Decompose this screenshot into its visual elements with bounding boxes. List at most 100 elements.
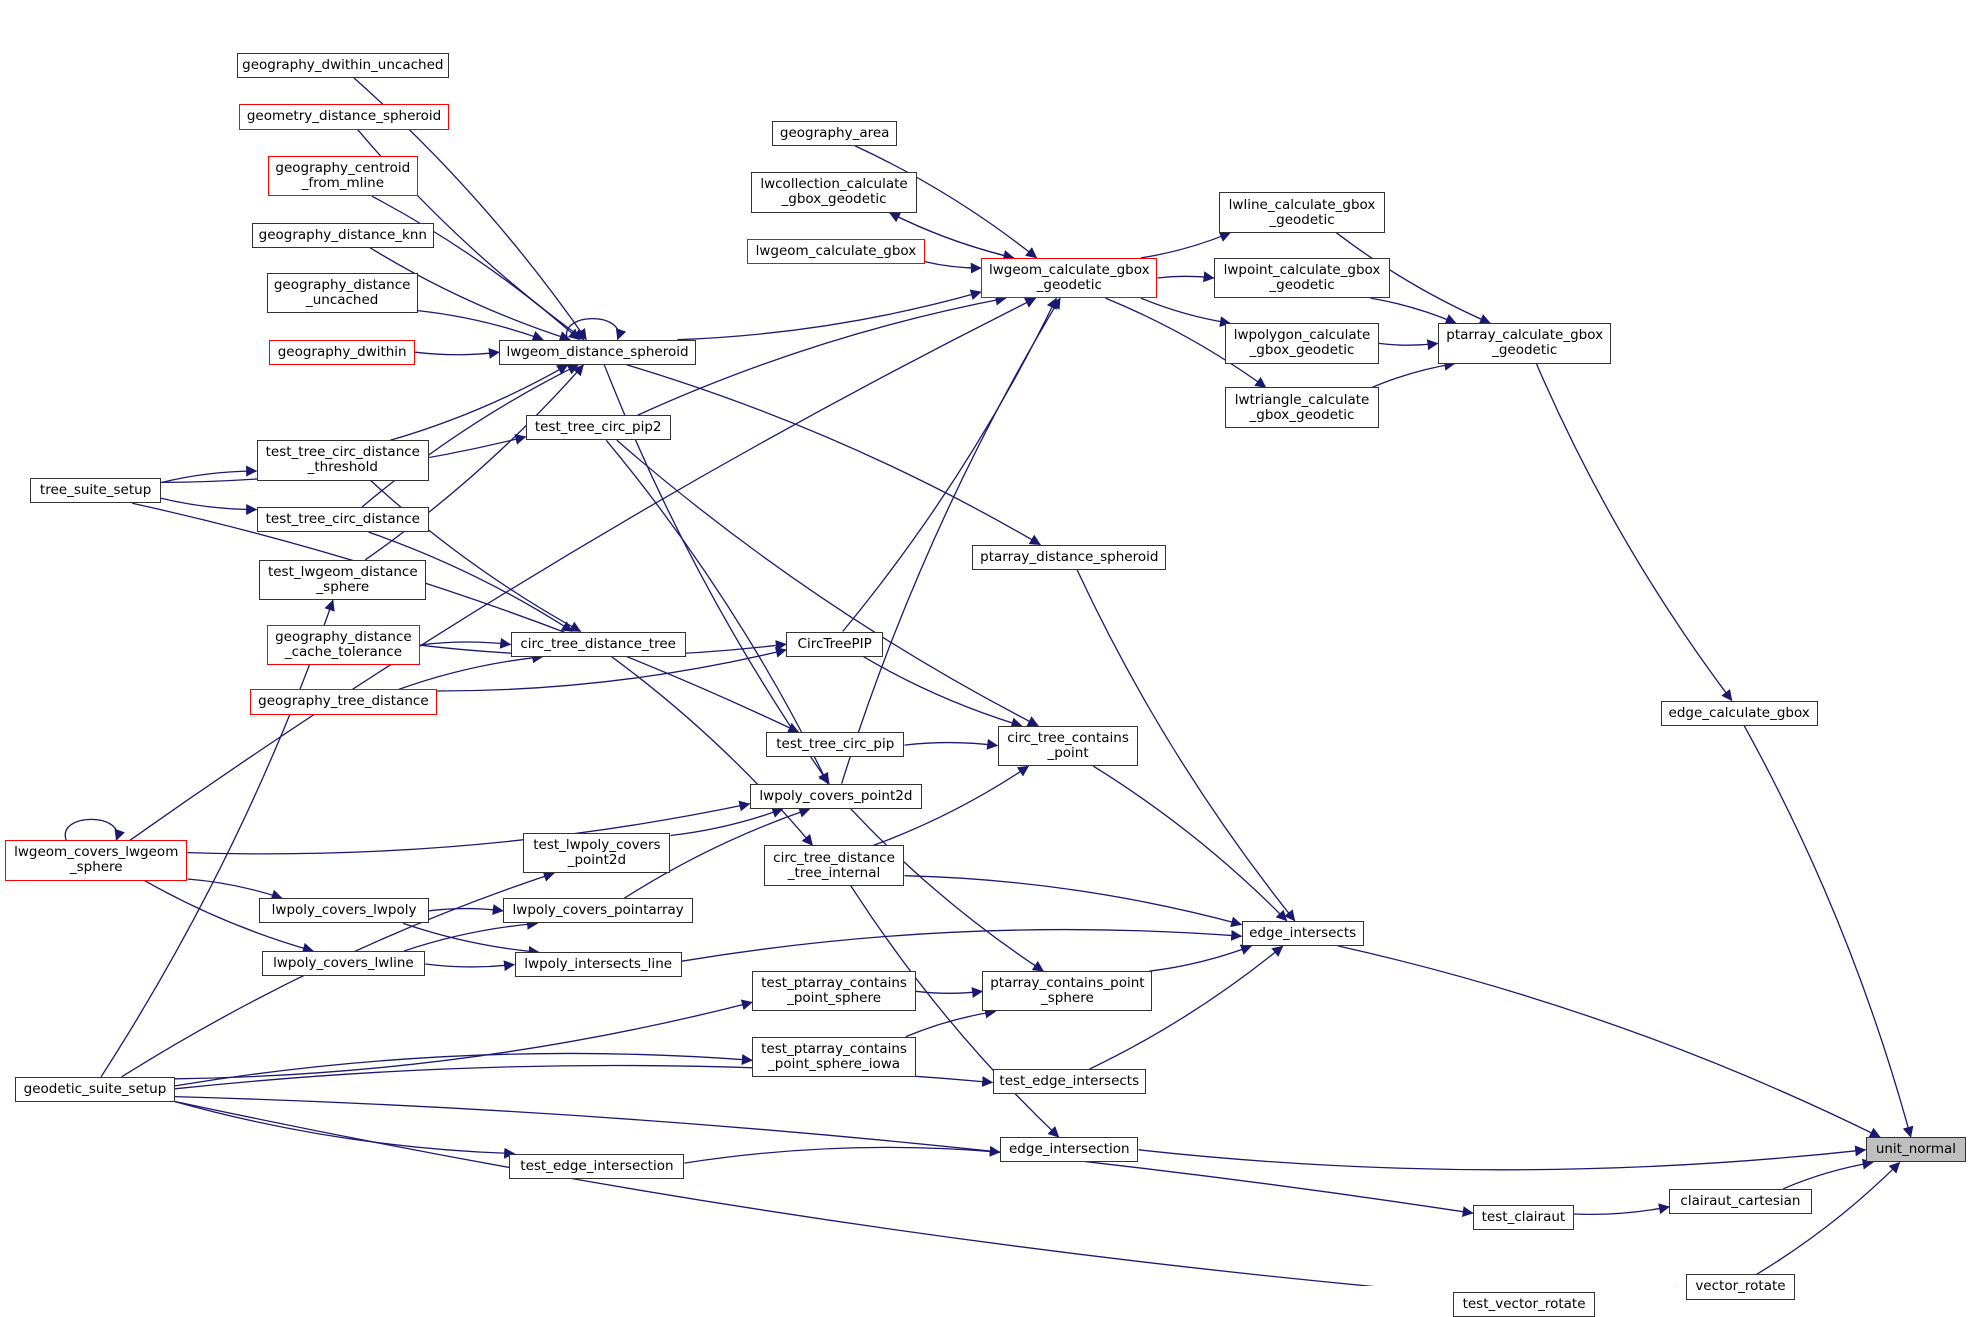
edge-test-edge-intersection-to-edge-intersection [684, 1145, 1001, 1164]
edge-lwgeom-distance-spheroid-to-lwgeom-calculate-gbox-geodetic [677, 289, 982, 341]
node-ptarray-calculate-gbox-geodetic[interactable]: ptarray_calculate_gbox _geodetic [1437, 323, 1612, 364]
edge-lwgeom-covers-lwgeom-sphere-to-lwpoly-covers-lwline [144, 880, 314, 954]
edge-ptarray-contains-point-sphere-to-edge-intersects [1149, 944, 1253, 972]
edge-circ-tree-pip-to-circ-tree-contains-point [863, 656, 1023, 729]
node-test-ptarray-contains-point-sphere-iowa[interactable]: test_ptarray_contains _point_sphere_iowa [752, 1036, 916, 1077]
node-lwpoly-covers-lwline[interactable]: lwpoly_covers_lwline [261, 951, 426, 977]
node-lwgeom-calculate-gbox-geodetic[interactable]: lwgeom_calculate_gbox _geodetic [981, 257, 1158, 299]
node-test-lwgeom-distance-sphere[interactable]: test_lwgeom_distance _sphere [259, 559, 427, 601]
edge-test-tree-circ-distance-to-lwgeom-distance-spheroid [361, 364, 579, 508]
node-clairaut-cartesian[interactable]: clairaut_cartesian [1669, 1188, 1812, 1214]
edge-tree-suite-setup-to-test-tree-circ-distance [160, 497, 258, 516]
node-test-tree-circ-pip[interactable]: test_tree_circ_pip [766, 732, 905, 758]
edge-clairaut-cartesian-to-unit-normal [1782, 1158, 1874, 1190]
node-vector-rotate[interactable]: vector_rotate [1685, 1274, 1796, 1300]
node-test-vector-rotate[interactable]: test_vector_rotate [1452, 1291, 1596, 1317]
node-unit-normal[interactable]: unit_normal [1865, 1137, 1967, 1163]
edge-lwgeom-distance-spheroid-to-ptarray-distance-spheroid [626, 364, 1041, 546]
edge-geodetic-suite-setup-to-test-lwgeom-distance-sphere [100, 599, 335, 1078]
edge-test-tree-circ-distance-threshold-to-circ-tree-distance-tree [370, 480, 582, 633]
node-lwpoly-covers-lwpoly[interactable]: lwpoly_covers_lwpoly [259, 898, 429, 924]
node-geography-distance-cache-tolerance[interactable]: geography_distance _cache_tolerance [266, 625, 421, 666]
edge-lwpoly-covers-pointarray-to-lwpoly-covers-point2d [623, 807, 811, 899]
node-lwgeom-distance-spheroid[interactable]: lwgeom_distance_spheroid [499, 339, 696, 365]
edge-tree-suite-setup-to-test-tree-circ-distance-threshold [160, 465, 258, 484]
edge-geodetic-suite-setup-to-test-ptarray-contains-point-sphere-iowa [174, 1052, 753, 1087]
edge-circ-tree-contains-point-to-edge-intersects [1092, 765, 1288, 922]
edge-lwgeom-covers-lwgeom-sphere-to-lwgeom-covers-lwgeom-sphere [64, 818, 125, 841]
edge-geography-centroid-from-mline-to-lwgeom-distance-spheroid [371, 195, 580, 341]
node-tree-suite-setup[interactable]: tree_suite_setup [30, 478, 162, 504]
edge-ptarray-calculate-gbox-geodetic-to-edge-calculate-gbox [1535, 363, 1733, 702]
node-lwpolygon-calculate-gbox-geodetic[interactable]: lwpolygon_calculate _gbox_geodetic [1225, 323, 1379, 364]
edge-lwpoly-covers-lwline-to-lwpoly-intersects-line [425, 960, 516, 972]
edge-test-tree-circ-pip-to-circ-tree-contains-point [904, 738, 999, 750]
edge-geography-distance-knn-to-lwgeom-distance-spheroid [369, 247, 571, 342]
edge-lwpoint-calculate-gbox-geodetic-to-ptarray-calculate-gbox-geodetic [1370, 297, 1457, 325]
edge-geodetic-suite-setup-to-test-edge-intersection [174, 1100, 516, 1159]
edge-geography-distance-uncached-to-lwgeom-distance-spheroid [417, 309, 544, 342]
node-circ-tree-distance-tree[interactable]: circ_tree_distance_tree [510, 631, 686, 657]
edge-vector-rotate-to-unit-normal [1756, 1161, 1901, 1275]
edge-lwgeom-calculate-gbox-geodetic-to-lwline-calculate-gbox-geodetic [1140, 231, 1231, 259]
node-circ-tree-pip[interactable]: CircTreePIP [786, 631, 884, 657]
edge-circ-tree-pip-to-lwgeom-calculate-gbox-geodetic [842, 297, 1057, 632]
node-edge-intersects[interactable]: edge_intersects [1241, 920, 1364, 946]
edge-lwpoly-covers-point2d-to-lwgeom-calculate-gbox-geodetic [840, 297, 1061, 784]
node-lwgeom-covers-lwgeom-sphere[interactable]: lwgeom_covers_lwgeom _sphere [5, 840, 188, 881]
edge-circ-tree-distance-tree-internal-to-circ-tree-contains-point [873, 765, 1030, 847]
node-geography-distance-uncached[interactable]: geography_distance _uncached [266, 272, 418, 314]
node-lwgeom-calculate-gbox[interactable]: lwgeom_calculate_gbox [747, 239, 925, 265]
edge-edge-intersection-to-unit-normal [1138, 1145, 1867, 1171]
node-lwpoly-covers-point2d[interactable]: lwpoly_covers_point2d [749, 783, 923, 809]
node-lwcollection-calculate-gbox-geodetic[interactable]: lwcollection_calculate _gbox_geodetic [751, 172, 918, 213]
node-geography-centroid-from-mline[interactable]: geography_centroid _from_mline [267, 155, 418, 197]
edge-test-tree-circ-pip2-to-circ-tree-contains-point [616, 439, 1039, 727]
edge-geography-tree-distance-to-circ-tree-distance-tree [398, 652, 544, 691]
node-test-clairaut[interactable]: test_clairaut [1473, 1205, 1574, 1231]
node-circ-tree-distance-tree-internal[interactable]: circ_tree_distance _tree_internal [763, 845, 905, 886]
edge-test-clairaut-to-clairaut-cartesian [1573, 1203, 1670, 1216]
node-lwpoly-covers-pointarray[interactable]: lwpoly_covers_pointarray [503, 898, 694, 924]
node-test-tree-circ-distance-threshold[interactable]: test_tree_circ_distance _threshold [256, 440, 429, 481]
node-edge-intersection[interactable]: edge_intersection [1000, 1137, 1139, 1163]
node-geography-tree-distance[interactable]: geography_tree_distance [250, 689, 437, 715]
node-lwpoly-intersects-line[interactable]: lwpoly_intersects_line [514, 952, 682, 978]
edge-lwgeom-calculate-gbox-to-lwgeom-calculate-gbox-geodetic [924, 260, 982, 274]
node-geography-distance-knn[interactable]: geography_distance_knn [251, 222, 434, 248]
node-test-ptarray-contains-point-sphere[interactable]: test_ptarray_contains _point_sphere [752, 971, 916, 1012]
node-test-tree-circ-pip2[interactable]: test_tree_circ_pip2 [525, 415, 671, 441]
node-ptarray-contains-point-sphere[interactable]: ptarray_contains_point _sphere [982, 971, 1153, 1012]
node-lwline-calculate-gbox-geodetic[interactable]: lwline_calculate_gbox _geodetic [1219, 192, 1386, 233]
edge-tree-suite-setup-to-test-tree-circ-pip [132, 502, 800, 733]
node-test-edge-intersects[interactable]: test_edge_intersects [992, 1069, 1147, 1095]
edge-test-ptarray-contains-point-sphere-iowa-to-ptarray-contains-point-sphere [905, 1007, 997, 1038]
edge-lwpoly-covers-lwline-to-lwpoly-covers-pointarray [403, 918, 539, 952]
node-lwtriangle-calculate-gbox-geodetic[interactable]: lwtriangle_calculate _gbox_geodetic [1225, 387, 1379, 428]
edge-lwgeom-calculate-gbox-geodetic-to-lwpolygon-calculate-gbox-geodetic [1140, 297, 1231, 328]
node-test-edge-intersection[interactable]: test_edge_intersection [509, 1153, 685, 1179]
edge-lwgeom-covers-lwgeom-sphere-to-lwgeom-calculate-gbox-geodetic [129, 297, 1037, 841]
edge-geography-area-to-lwgeom-calculate-gbox-geodetic [854, 145, 1038, 259]
node-lwpoint-calculate-gbox-geodetic[interactable]: lwpoint_calculate_gbox _geodetic [1213, 257, 1391, 299]
edge-lwgeom-calculate-gbox-geodetic-to-lwcollection-calculate-gbox-geodetic [888, 212, 1015, 259]
edge-lwpolygon-calculate-gbox-geodetic-to-ptarray-calculate-gbox-geodetic [1378, 339, 1439, 351]
edge-geography-distance-cache-tolerance-to-circ-tree-distance-tree [420, 637, 512, 649]
edge-lwgeom-calculate-gbox-geodetic-to-lwpoint-calculate-gbox-geodetic [1157, 271, 1215, 283]
node-edge-calculate-gbox[interactable]: edge_calculate_gbox [1660, 700, 1818, 726]
node-ptarray-distance-spheroid[interactable]: ptarray_distance_spheroid [972, 544, 1167, 570]
node-geodetic-suite-setup[interactable]: geodetic_suite_setup [15, 1076, 175, 1102]
edge-lwgeom-calculate-gbox-geodetic-to-lwtriangle-calculate-gbox-geodetic [1105, 297, 1267, 389]
edge-lwgeom-distance-spheroid-to-lwgeom-distance-spheroid [565, 318, 627, 341]
edge-lwgeom-covers-lwgeom-sphere-to-lwpoly-covers-lwpoly [187, 878, 283, 901]
node-geography-dwithin[interactable]: geography_dwithin [269, 339, 416, 365]
node-geography-dwithin-uncached[interactable]: geography_dwithin_uncached [236, 52, 450, 78]
node-test-tree-circ-distance[interactable]: test_tree_circ_distance [256, 506, 429, 533]
node-test-lwpoly-covers-point2d[interactable]: test_lwpoly_covers _point2d [523, 832, 671, 874]
edge-edge-intersects-to-unit-normal [1338, 945, 1881, 1138]
node-geography-area[interactable]: geography_area [772, 120, 897, 146]
edge-lwpoly-covers-lwpoly-to-lwpoly-intersects-line [402, 922, 540, 957]
edge-geodetic-suite-setup-to-test-clairaut [174, 1095, 1474, 1218]
node-geometry-distance-spheroid[interactable]: geometry_distance_spheroid [239, 104, 450, 130]
node-circ-tree-contains-point[interactable]: circ_tree_contains _point [997, 725, 1139, 767]
